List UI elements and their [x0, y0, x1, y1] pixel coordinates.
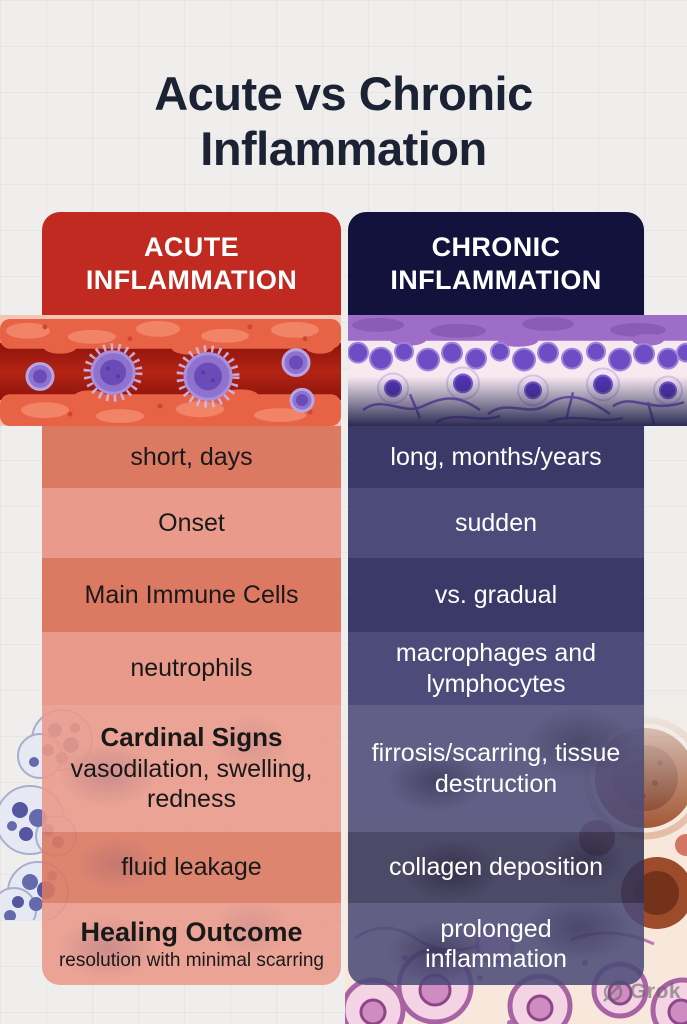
chronic-row-gradual: vs. gradual	[348, 558, 644, 632]
chronic-column-header: CHRONIC INFLAMMATION	[348, 212, 644, 315]
watermark: Grok	[601, 980, 681, 1004]
title-line-2: Inflammation	[200, 122, 487, 176]
acute-row-immune-cells: Main Immune Cells	[42, 558, 341, 632]
chronic-row-duration: long, months/years	[348, 426, 644, 488]
chronic-row-prolonged: prolonged inflammation	[348, 903, 644, 985]
neutrophil-cell	[25, 362, 55, 391]
chronic-tissue-image	[348, 315, 687, 426]
acute-row-duration: short, days	[42, 426, 341, 488]
title-line-1: Acute vs Chronic	[154, 67, 533, 120]
page-title: Acute vs Chronic Inflammation	[0, 66, 687, 177]
acute-header-line-2: INFLAMMATION	[85, 264, 298, 295]
grok-logo-icon	[603, 982, 623, 1002]
neutrophil-cell-spiky	[176, 345, 240, 408]
chronic-row-collagen: collagen deposition	[348, 832, 644, 903]
acute-row-neutrophils: neutrophils	[42, 632, 341, 705]
chronic-row-macrophages: macrophages and lymphocytes	[348, 632, 644, 705]
chronic-header-line-1: CHRONIC	[431, 231, 561, 262]
chronic-row-fibrosis: firrosis/scarring, tissue destruction	[348, 705, 644, 832]
acute-vessel-image	[0, 315, 341, 426]
acute-row-healing-outcome: Healing Outcome resolution with minimal …	[42, 903, 341, 985]
neutrophil-cell	[289, 387, 315, 413]
watermark-label: Grok	[629, 980, 681, 1003]
acute-row-onset: Onset	[42, 488, 341, 558]
lymphocyte-row	[348, 341, 687, 372]
neutrophil-cell-spiky	[83, 343, 143, 402]
neutrophil-cell	[281, 348, 311, 377]
chronic-header-line-2: INFLAMMATION	[390, 264, 602, 295]
acute-row-fluid-leakage: fluid leakage	[42, 832, 341, 903]
acute-header-line-1: ACUTE	[144, 231, 239, 262]
acute-column-header: ACUTE INFLAMMATION	[42, 212, 341, 315]
chronic-row-sudden: sudden	[348, 488, 644, 558]
chronic-column-rows: long, months/years sudden vs. gradual ma…	[348, 426, 644, 985]
acute-column-rows: short, days Onset Main Immune Cells neut…	[42, 426, 341, 985]
acute-row-cardinal-signs: Cardinal Signs vasodilation, swelling, r…	[42, 705, 341, 832]
